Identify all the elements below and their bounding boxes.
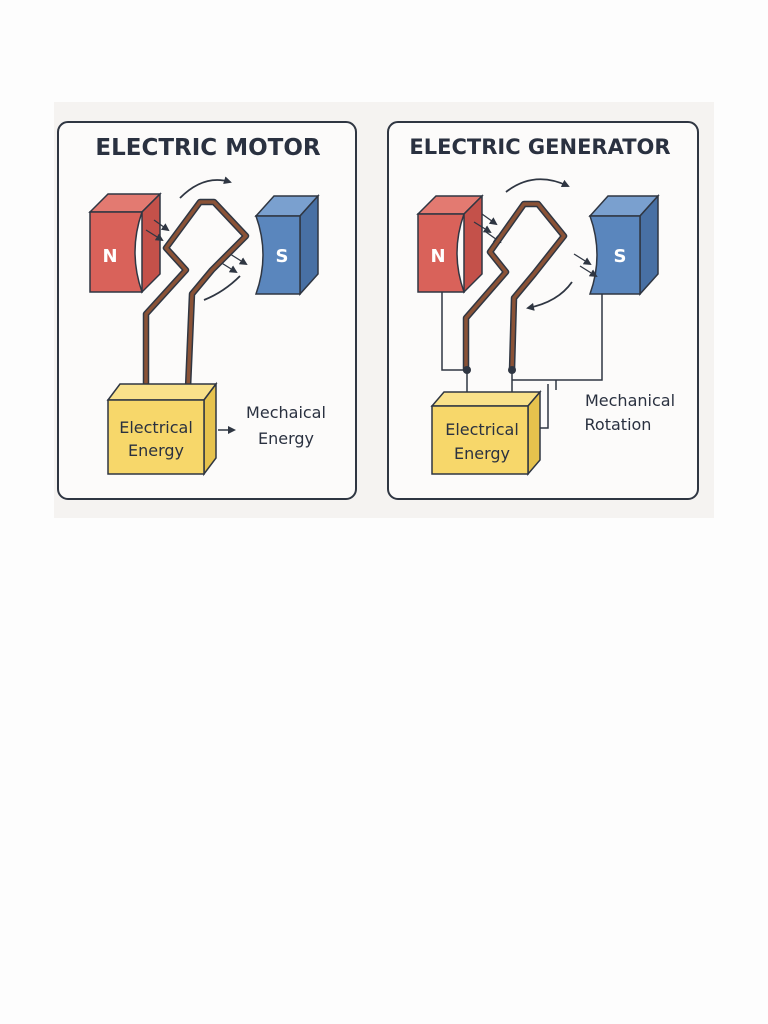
motor-output-line2: Energy	[258, 429, 314, 448]
motor-north-label: N	[102, 246, 117, 267]
generator-output-line2: Rotation	[585, 415, 652, 434]
generator-south-magnet: S	[588, 194, 660, 296]
generator-south-label: S	[614, 246, 627, 267]
motor-rotation-arrow-bottom	[203, 275, 241, 301]
motor-box-line2: Energy	[128, 441, 184, 460]
generator-title: ELECTRIC GENERATOR	[409, 135, 670, 159]
generator-output-line1: Mechanical	[585, 391, 675, 410]
generator-north-label: N	[430, 246, 445, 267]
generator-coil	[462, 200, 568, 374]
motor-south-label: S	[276, 246, 289, 267]
generator-panel: ELECTRIC GENERATOR N S	[387, 121, 699, 500]
motor-title: ELECTRIC MOTOR	[95, 135, 320, 161]
generator-output-connector	[540, 384, 549, 429]
motor-box-line1: Electrical	[119, 418, 193, 437]
motor-north-magnet: N	[88, 192, 162, 294]
generator-wires	[441, 292, 603, 390]
motor-field-arrows	[145, 219, 248, 274]
motor-rotation-arrow-top	[179, 176, 232, 199]
diagram-figure: ELECTRIC MOTOR N S	[54, 102, 714, 518]
generator-box-line2: Energy	[454, 444, 510, 463]
motor-panel: ELECTRIC MOTOR N S	[57, 121, 357, 500]
generator-rotation-arrow-bottom	[526, 281, 573, 311]
generator-electrical-energy-box: Electrical Energy	[430, 389, 542, 477]
generator-box-line1: Electrical	[445, 420, 519, 439]
motor-coil	[142, 198, 250, 392]
motor-south-magnet: S	[254, 194, 320, 296]
motor-output-line1: Mechaical	[246, 403, 326, 422]
generator-field-arrows	[473, 213, 598, 278]
generator-rotation-arrow-top	[505, 178, 570, 193]
generator-north-magnet: N	[416, 194, 484, 294]
motor-electrical-energy-box: Electrical Energy	[106, 381, 218, 477]
